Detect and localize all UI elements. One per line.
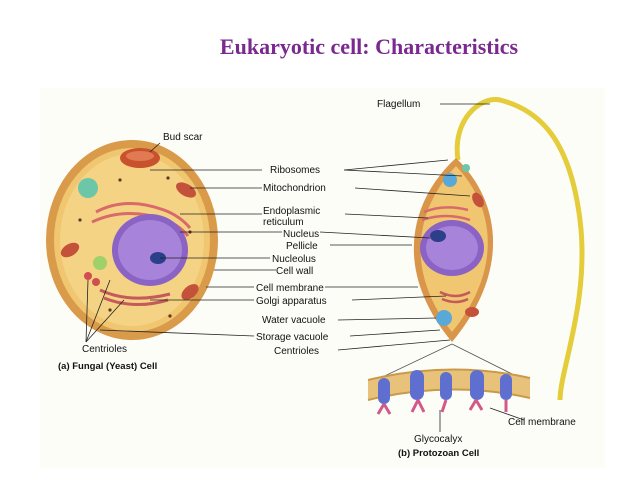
label-reticulum: reticulum (263, 217, 304, 228)
label-cell-membrane-right: Cell membrane (508, 417, 576, 428)
label-nucleus: Nucleus (283, 229, 319, 240)
label-storage-vacuole: Storage vacuole (256, 332, 329, 343)
label-water-vacuole: Water vacuole (262, 315, 326, 326)
flagellum (454, 97, 585, 401)
label-centrioles-left: Centrioles (82, 344, 127, 355)
label-golgi: Golgi apparatus (256, 296, 327, 307)
label-ribosomes: Ribosomes (270, 165, 320, 176)
label-mitochondrion: Mitochondrion (263, 183, 326, 194)
label-nucleolus: Nucleolus (272, 254, 316, 265)
membrane-detail (367, 343, 531, 415)
label-cell-wall: Cell wall (276, 266, 313, 277)
label-endoplasmic: Endoplasmic (263, 206, 320, 217)
caption-protozoan: (b) Protozoan Cell (398, 448, 479, 459)
yeast-cell (46, 140, 218, 340)
label-bud-scar: Bud scar (163, 132, 203, 143)
label-glycocalyx: Glycocalyx (414, 434, 462, 445)
caption-fungal: (a) Fungal (Yeast) Cell (58, 361, 157, 372)
protozoan-cell (413, 97, 585, 401)
label-pellicle: Pellicle (286, 241, 318, 252)
page-title: Eukaryotic cell: Characteristics (219, 34, 519, 59)
label-cell-membrane: Cell membrane (256, 283, 324, 294)
label-flagellum: Flagellum (377, 99, 420, 110)
leader-lines (85, 103, 525, 432)
label-centrioles-center: Centrioles (274, 346, 319, 357)
yeast-nucleolus (150, 252, 166, 264)
yeast-vacuole (78, 178, 98, 198)
water-vacuole (436, 310, 452, 326)
